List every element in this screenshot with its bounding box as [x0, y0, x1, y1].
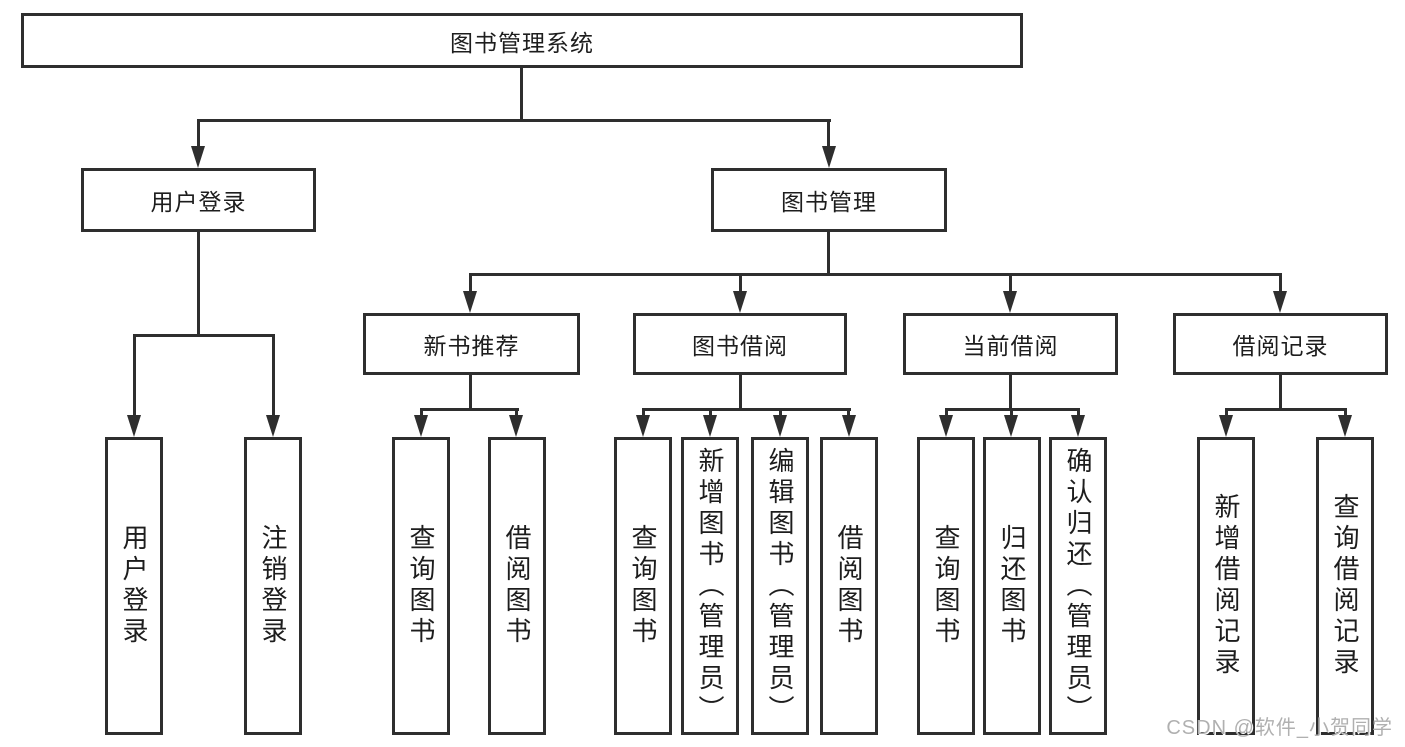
arrowhead-icon	[1273, 291, 1287, 313]
connector-records-bar	[1225, 408, 1347, 411]
arrowhead-icon	[822, 146, 836, 168]
connector-root-bar	[197, 119, 831, 122]
arrowhead-icon	[1071, 415, 1085, 437]
node-borrowing-records: 借阅记录	[1173, 313, 1388, 375]
node-new-book-recommend: 新书推荐	[363, 313, 580, 375]
leaf-label: 查询图书	[628, 524, 658, 648]
connector-leaf-stem	[1010, 411, 1013, 417]
leaf-label: 注销登录	[258, 524, 288, 648]
connector-borrowing-down	[739, 375, 742, 411]
leaf-label: 新增图书（管理员）	[695, 446, 725, 726]
leaf-edit-books-admin: 编辑图书（管理员）	[751, 437, 809, 735]
leaf-label: 用户登录	[119, 524, 149, 648]
arrowhead-icon	[773, 415, 787, 437]
connector-leaf-stem	[642, 411, 645, 417]
connector-leaf-stem	[847, 411, 850, 417]
leaf-label: 归还图书	[997, 524, 1027, 648]
leaf-add-borrow-record: 新增借阅记录	[1197, 437, 1255, 735]
connector-leaf-stem	[1225, 411, 1228, 417]
leaf-query-books-current: 查询图书	[917, 437, 975, 735]
arrowhead-icon	[266, 415, 280, 437]
arrowhead-icon	[191, 146, 205, 168]
arrowhead-icon	[842, 415, 856, 437]
leaf-label: 编辑图书（管理员）	[765, 446, 795, 726]
leaf-query-books-borrowing: 查询图书	[614, 437, 672, 735]
leaf-label: 新增借阅记录	[1211, 493, 1241, 679]
leaf-logout: 注销登录	[244, 437, 302, 735]
connector-current-bar	[945, 408, 1080, 411]
leaf-label: 借阅图书	[502, 524, 532, 648]
node-book-management: 图书管理	[711, 168, 947, 232]
arrowhead-icon	[733, 291, 747, 313]
connector-recommend-stem	[469, 276, 472, 292]
connector-level3-bar	[469, 273, 1282, 276]
arrowhead-icon	[509, 415, 523, 437]
leaf-query-borrow-record: 查询借阅记录	[1316, 437, 1374, 735]
node-user-login: 用户登录	[81, 168, 316, 232]
node-library-system: 图书管理系统	[21, 13, 1023, 68]
leaf-label: 查询图书	[406, 524, 436, 648]
connector-current-stem	[1009, 276, 1012, 292]
connector-current-down	[1009, 375, 1012, 411]
leaf-borrow-books-recommend: 借阅图书	[488, 437, 546, 735]
connector-borrowing-bar	[642, 408, 851, 411]
connector-user-login-stem	[197, 122, 200, 148]
arrowhead-icon	[127, 415, 141, 437]
connector-leaf-stem	[133, 337, 136, 416]
leaf-label: 借阅图书	[834, 524, 864, 648]
connector-book-mgmt-down	[827, 232, 830, 276]
arrowhead-icon	[703, 415, 717, 437]
connector-leaf-stem	[272, 337, 275, 416]
leaf-user-login: 用户登录	[105, 437, 163, 735]
connector-root-stem	[520, 68, 523, 119]
connector-records-stem	[1279, 276, 1282, 292]
connector-leaf-stem	[1344, 411, 1347, 417]
arrowhead-icon	[414, 415, 428, 437]
leaf-borrow-books: 借阅图书	[820, 437, 878, 735]
connector-leaf-stem	[420, 411, 423, 417]
arrowhead-icon	[463, 291, 477, 313]
leaf-add-books-admin: 新增图书（管理员）	[681, 437, 739, 735]
arrowhead-icon	[1004, 415, 1018, 437]
leaf-label: 查询图书	[931, 524, 961, 648]
connector-recommend-down	[469, 375, 472, 411]
node-book-borrowing: 图书借阅	[633, 313, 847, 375]
leaf-return-books: 归还图书	[983, 437, 1041, 735]
connector-borrowing-stem	[739, 276, 742, 292]
arrowhead-icon	[1003, 291, 1017, 313]
leaf-confirm-return-admin: 确认归还（管理员）	[1049, 437, 1107, 735]
connector-user-login-bar	[133, 334, 275, 337]
connector-recommend-bar	[420, 408, 519, 411]
leaf-label: 查询借阅记录	[1330, 493, 1360, 679]
connector-records-down	[1279, 375, 1282, 411]
arrowhead-icon	[939, 415, 953, 437]
connector-leaf-stem	[779, 411, 782, 417]
connector-book-mgmt-stem	[827, 122, 830, 148]
leaf-query-books-recommend: 查询图书	[392, 437, 450, 735]
csdn-watermark: CSDN @软件_小贺同学	[1166, 717, 1393, 739]
arrowhead-icon	[1219, 415, 1233, 437]
arrowhead-icon	[636, 415, 650, 437]
arrowhead-icon	[1338, 415, 1352, 437]
leaf-label: 确认归还（管理员）	[1063, 446, 1093, 726]
connector-leaf-stem	[709, 411, 712, 417]
connector-leaf-stem	[945, 411, 948, 417]
node-current-borrowing: 当前借阅	[903, 313, 1118, 375]
connector-user-login-down	[197, 232, 200, 337]
connector-leaf-stem	[515, 411, 518, 417]
connector-leaf-stem	[1077, 411, 1080, 417]
